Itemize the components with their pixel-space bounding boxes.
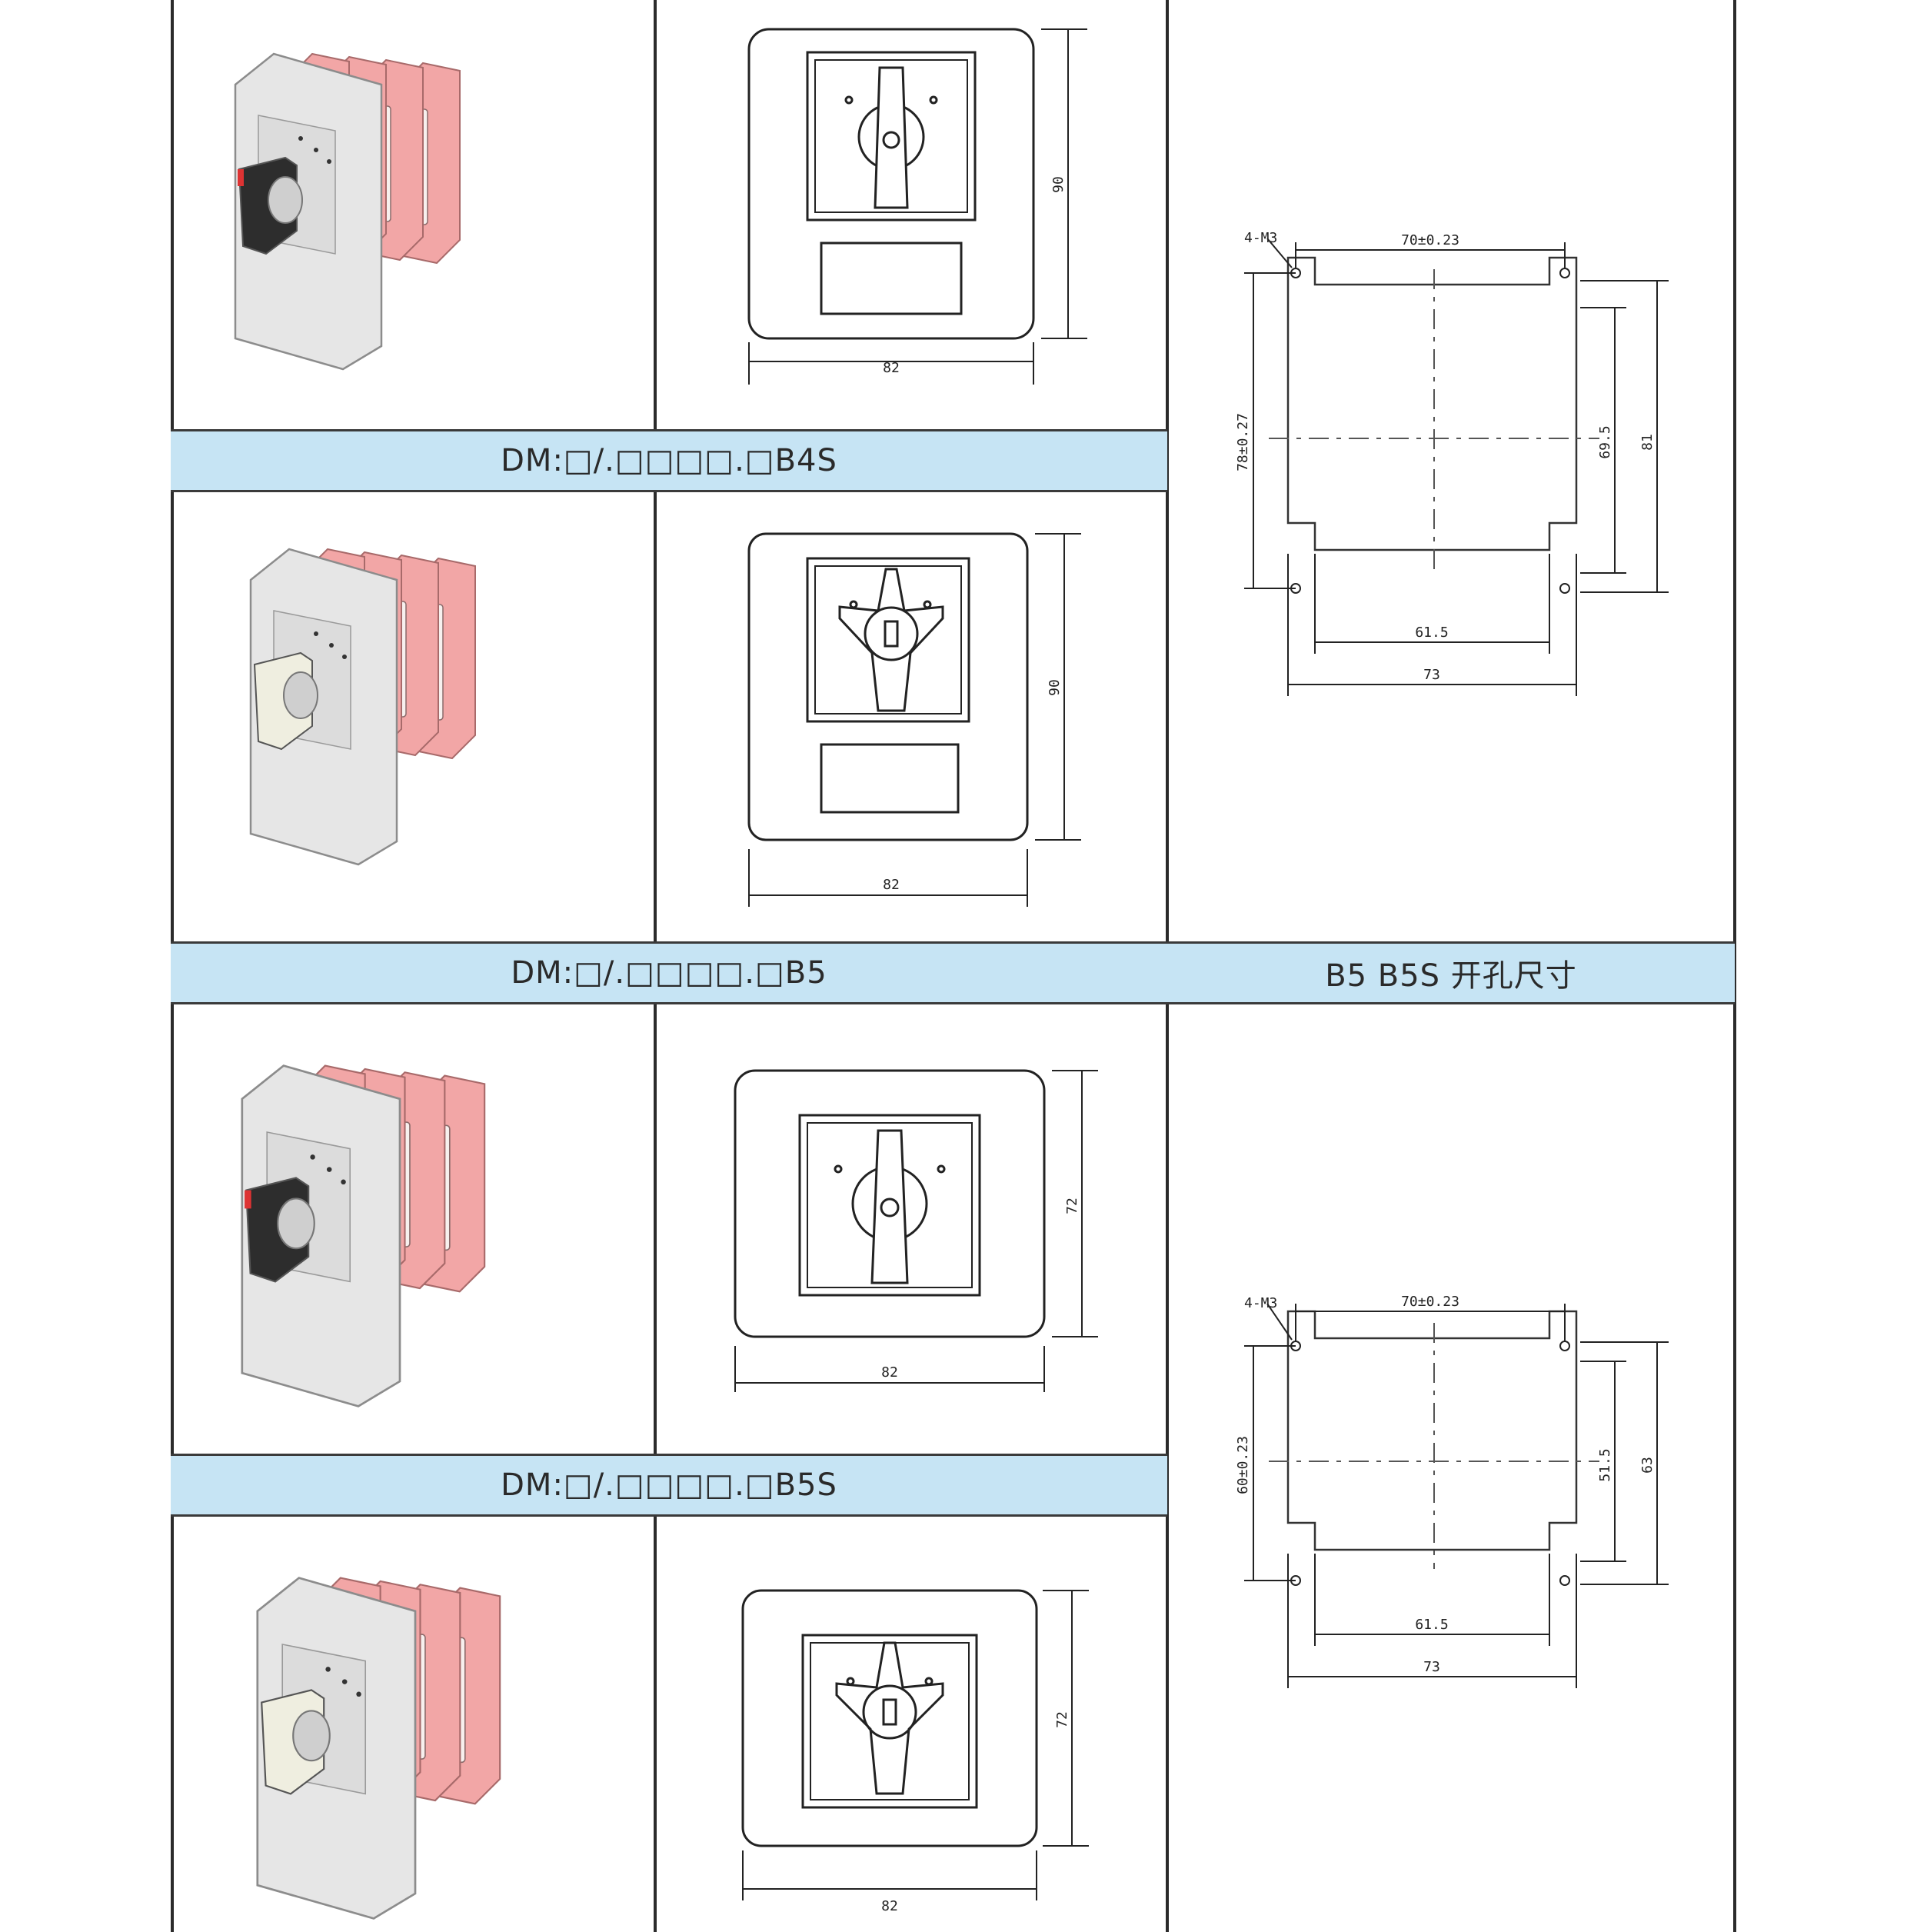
band-b5-label: DM:□/.□□□□.□B5: [511, 955, 827, 991]
cutout-1-left-dim: 78±0.27: [1235, 413, 1251, 471]
cutout-2-inner-bottom-dim: 61.5: [1415, 1617, 1448, 1633]
position-dot: [327, 159, 331, 164]
front-view-3-height: 72: [1064, 1198, 1080, 1214]
front-view-3-width: 82: [881, 1364, 898, 1381]
cutout-drawing-2: 4-M3 70±0.23 60±0.23 51.5 63 61.5 73: [1169, 1208, 1730, 1700]
product-render-1: [174, 0, 651, 427]
cutout-1-top-dim: 70±0.23: [1401, 232, 1459, 248]
product-render-2: [174, 495, 651, 940]
band-b5s: DM:□/.□□□□.□B5S: [171, 1454, 1167, 1517]
knob-indicator-mark: [238, 169, 244, 186]
cutout-2-left-dim: 60±0.23: [1235, 1436, 1251, 1494]
cutout-2-inner-right-dim: 51.5: [1597, 1448, 1613, 1481]
position-dot: [341, 1679, 348, 1684]
front-view-2-width: 82: [883, 877, 900, 893]
knob-hub: [292, 1710, 331, 1762]
position-dot: [329, 643, 334, 648]
front-view-2-height: 90: [1047, 679, 1063, 696]
knob-indicator-mark: [245, 1190, 251, 1209]
cutout-1-outer-bottom-dim: 73: [1423, 667, 1440, 683]
front-view-4: 82 72: [657, 1520, 1164, 1932]
position-dot: [341, 1179, 346, 1185]
band-b4s: DM:□/.□□□□.□B4S: [171, 429, 1167, 492]
cutout-drawing-1: 4-M3 70±0.23 78±0.27 69.5 81 61.5 73: [1169, 185, 1730, 723]
front-view-4-height: 72: [1054, 1711, 1070, 1728]
band-cutout-label: B5 B5S 开孔尺寸: [1325, 958, 1577, 994]
cutout-2-hole-label: 4-M3: [1244, 1295, 1277, 1311]
knob-hub: [268, 176, 303, 224]
position-dot: [325, 1667, 331, 1672]
position-dot: [356, 1691, 361, 1697]
product-render-4: [174, 1520, 651, 1932]
knob-hub: [277, 1198, 315, 1250]
knob-hub: [283, 671, 318, 719]
band-cutout: B5 B5S 开孔尺寸: [1167, 941, 1735, 1004]
cutout-1-inner-bottom-dim: 61.5: [1415, 625, 1448, 641]
cutout-2-outer-right-dim: 63: [1639, 1457, 1656, 1474]
position-dot: [310, 1154, 315, 1160]
front-view-1: 82 90: [657, 0, 1164, 427]
front-view-2: 82 90: [657, 495, 1164, 940]
cutout-2-top-dim: 70±0.23: [1401, 1294, 1459, 1310]
band-b5s-label: DM:□/.□□□□.□B5S: [501, 1467, 837, 1503]
front-view-1-width: 82: [883, 360, 900, 376]
front-view-4-width: 82: [881, 1898, 898, 1914]
position-dot: [298, 136, 303, 141]
product-render-3: [174, 1008, 651, 1452]
position-dot: [342, 655, 347, 659]
grid-line-edge: [1733, 0, 1736, 1932]
position-dot: [314, 148, 318, 152]
cutout-2-outer-bottom-dim: 73: [1423, 1659, 1440, 1675]
band-b4s-label: DM:□/.□□□□.□B4S: [501, 443, 837, 478]
cutout-1-inner-right-dim: 69.5: [1597, 425, 1613, 458]
cutout-1-outer-right-dim: 81: [1639, 434, 1656, 451]
position-dot: [326, 1167, 332, 1172]
position-dot: [314, 631, 318, 636]
front-view-3: 82 72: [657, 1008, 1164, 1452]
cutout-1-hole-label: 4-M3: [1244, 230, 1277, 246]
band-b5: DM:□/.□□□□.□B5: [171, 941, 1167, 1004]
front-view-1-height: 90: [1050, 176, 1067, 193]
